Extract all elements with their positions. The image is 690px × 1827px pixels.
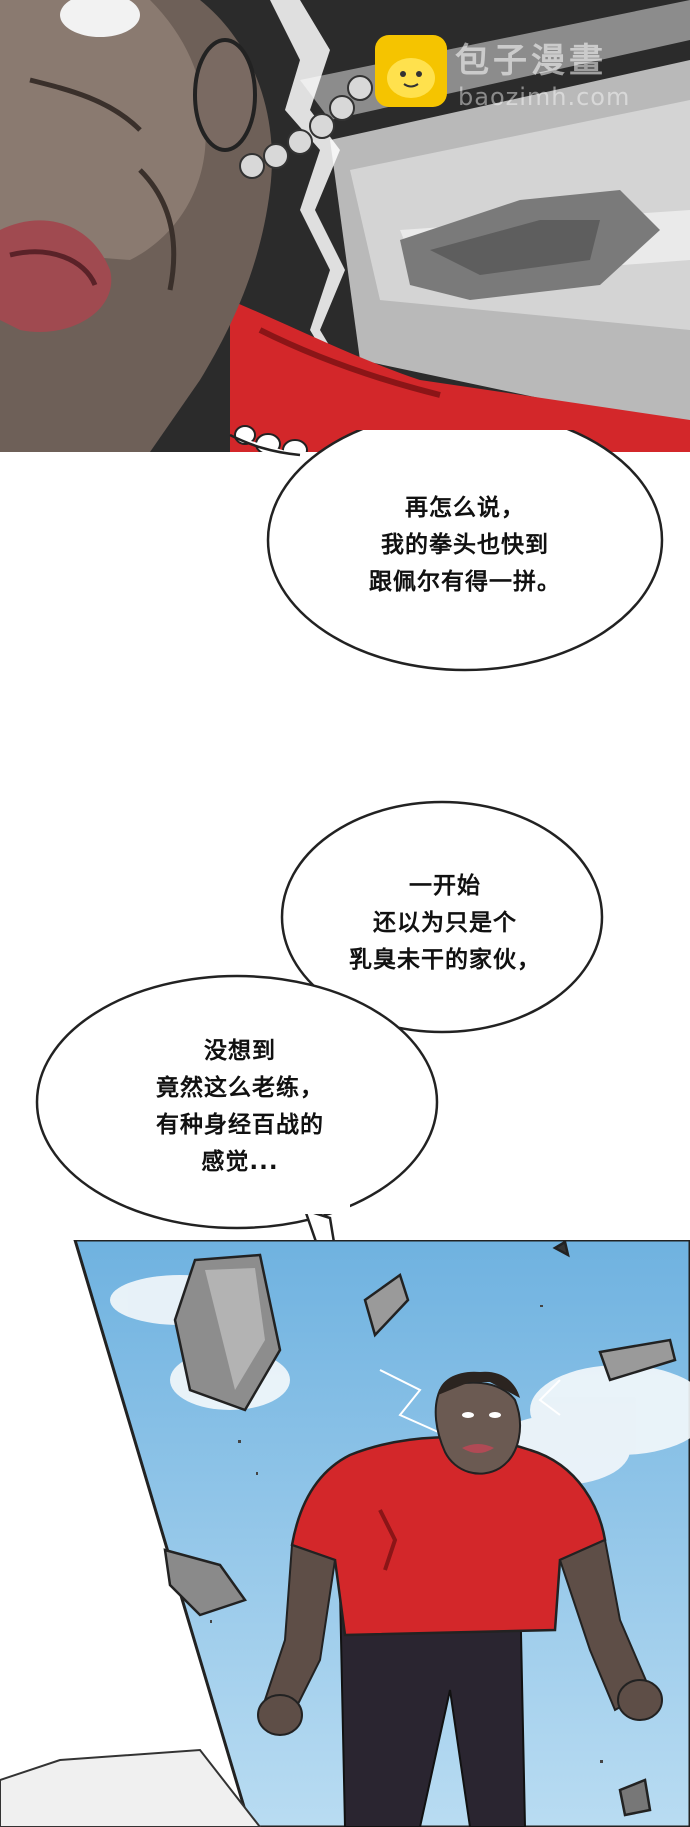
foreground-rubble (0, 1748, 262, 1827)
speech-line: 乳臭未干的家伙， (349, 947, 541, 973)
speech-line: 有种身经百战的 (156, 1112, 324, 1138)
fist-blur (400, 190, 660, 300)
watermark-site-url: baozimh.com (458, 83, 631, 111)
speech-line: 我的拳头也快到 (381, 532, 549, 558)
speech-text-1: 再怎么说， 我的拳头也快到 跟佩尔有得一拼。 (330, 490, 600, 601)
bead-earring (239, 75, 373, 179)
speech-text-3: 没想到 竟然这么老练， 有种身经百战的 感觉... (120, 1033, 360, 1181)
speech-line: 感觉... (201, 1149, 279, 1175)
watermark-site-name: 包子漫畫 (455, 41, 607, 81)
comic-panel-top: 包子漫畫 baozimh.com (0, 0, 690, 452)
speech-line: 再怎么说， (405, 495, 525, 521)
red-shirt (230, 300, 690, 452)
speech-line: 没想到 (204, 1038, 276, 1064)
burst-edge (270, 0, 690, 452)
comic-panel-bottom (0, 1240, 690, 1827)
debris-specks (210, 1305, 603, 1763)
character-face (0, 0, 272, 452)
panel-bottom-art (0, 1240, 690, 1827)
speech-line: 跟佩尔有得一拼。 (369, 569, 561, 595)
floating-rocks (163, 1240, 677, 1817)
speech-text-2: 一开始 还以为只是个 乳臭未干的家伙， (310, 868, 580, 979)
energy-line (379, 1369, 446, 1436)
watermark-logo-icon (375, 35, 447, 107)
speech-line: 竟然这么老练， (156, 1075, 324, 1101)
speech-bubbles-layer (35, 430, 664, 1240)
speech-line: 一开始 (409, 873, 481, 899)
character-body (257, 1371, 663, 1827)
panel-top-art (0, 0, 690, 452)
speech-line: 还以为只是个 (373, 910, 517, 936)
